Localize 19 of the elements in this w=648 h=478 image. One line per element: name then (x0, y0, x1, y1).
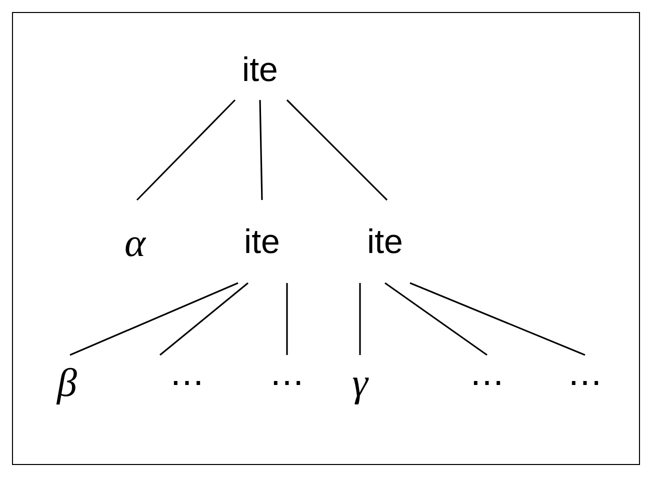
tree-edge (286, 283, 288, 355)
tree-edge (384, 282, 488, 356)
tree-edge (359, 283, 361, 355)
node-label: ite (367, 224, 403, 258)
variable-label: α (124, 222, 146, 262)
node-label: ite (244, 224, 280, 258)
variable-label: γ (352, 362, 368, 402)
tree-edge (136, 99, 236, 201)
variable-label: β (57, 362, 77, 402)
tree-edge (70, 282, 238, 356)
tree-edge (259, 100, 263, 200)
tree-edge (160, 282, 248, 356)
node-label: ⋯ (470, 366, 504, 400)
node-label: ⋯ (568, 366, 602, 400)
node-label: ⋯ (270, 366, 304, 400)
node-label: ⋯ (170, 366, 204, 400)
tree-edge (410, 282, 586, 356)
node-label: ite (242, 53, 278, 87)
tree-edge (286, 99, 388, 201)
